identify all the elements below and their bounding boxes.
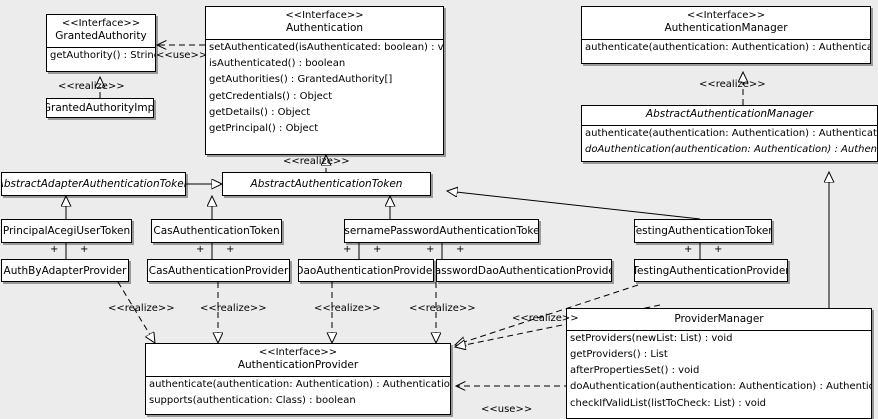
edge-label-realize-dao: <<realize>>	[314, 303, 381, 314]
association-marker-plus: +	[426, 244, 435, 255]
class-name-label: TestingAuthenticationToken	[634, 225, 772, 237]
class-box-testing-authentication-token[interactable]: TestingAuthenticationToken	[634, 219, 772, 243]
class-box-provider-manager[interactable]: ProviderManager setProviders(newList: Li…	[566, 308, 872, 419]
compartment-divider	[47, 47, 155, 49]
class-header-authentication-provider: <<Interface>> AuthenticationProvider	[146, 344, 450, 376]
compartment-divider	[146, 376, 450, 378]
class-name-label: PasswordDaoAuthenticationProvider	[436, 264, 612, 277]
class-name-label: AbstractAuthenticationToken	[250, 178, 403, 190]
class-name-label: CasAuthenticationToken	[153, 225, 280, 237]
edge-label-realize-cas: <<realize>>	[200, 303, 267, 314]
class-box-authentication[interactable]: <<Interface>> Authentication setAuthenti…	[205, 6, 444, 155]
class-header-granted-authority: <<Interface>> GrantedAuthority	[47, 15, 155, 47]
class-header-abstract-authentication-manager: AbstractAuthenticationManager	[582, 106, 877, 125]
class-box-auth-by-adapter-provider[interactable]: AuthByAdapterProvider	[1, 259, 129, 282]
compartment-divider	[582, 124, 877, 126]
class-name-label: AuthenticationManager	[664, 22, 788, 35]
class-name-label: AuthByAdapterProvider	[3, 264, 127, 277]
operation-row: setAuthenticated(isAuthenticated: boolea…	[209, 42, 444, 54]
class-box-cas-authentication-provider[interactable]: CasAuthenticationProvider	[147, 259, 290, 282]
operations-compartment: getAuthority() : String	[47, 48, 155, 64]
operations-compartment: setAuthenticated(isAuthenticated: boolea…	[206, 40, 443, 137]
class-box-password-dao-authentication-provider[interactable]: PasswordDaoAuthenticationProvider	[436, 259, 612, 282]
operations-compartment: authenticate(authentication: Authenticat…	[582, 126, 877, 158]
operations-compartment: authenticate(authentication: Authenticat…	[146, 377, 450, 409]
association-marker-plus: +	[714, 244, 723, 255]
edge-label-use-providermanager: <<use>>	[481, 404, 533, 415]
edge-label-realize-abstractauthenticationtoken: <<realize>>	[283, 156, 350, 167]
class-header-authentication: <<Interface>> Authentication	[206, 7, 443, 39]
class-box-granted-authority-impl[interactable]: GrantedAuthorityImpl	[46, 98, 154, 118]
association-marker-plus: +	[196, 244, 205, 255]
edge-label-realize-authbyadapter: <<realize>>	[108, 303, 175, 314]
operation-row: doAuthentication(authentication: Authent…	[570, 381, 872, 393]
class-name-label: GrantedAuthority	[55, 30, 147, 43]
class-name-label: PrincipalAcegiUserToken	[2, 225, 131, 237]
class-box-authentication-provider[interactable]: <<Interface>> AuthenticationProvider aut…	[145, 343, 451, 415]
edge-label-realize-providermanager: <<realize>>	[512, 313, 579, 324]
compartment-divider	[206, 39, 443, 41]
operations-compartment: authenticate(authentication: Authenticat…	[582, 40, 870, 56]
association-marker-plus: +	[373, 244, 382, 255]
class-box-testing-authentication-provider[interactable]: TestingAuthenticationProvider	[634, 259, 788, 282]
association-marker-plus: +	[80, 244, 89, 255]
class-name-label: AuthenticationProvider	[237, 359, 359, 372]
class-box-cas-authentication-token[interactable]: CasAuthenticationToken	[151, 219, 282, 243]
stereotype-label: <<Interface>>	[285, 10, 364, 21]
operation-row: authenticate(authentication: Authenticat…	[585, 42, 871, 54]
edge-generalize-testingauthenticationtoken	[447, 191, 701, 220]
class-name-label: TestingAuthenticationProvider	[634, 264, 788, 277]
class-header-provider-manager: ProviderManager	[567, 309, 871, 330]
operations-compartment: setProviders(newList: List) : void getPr…	[567, 331, 871, 412]
class-box-abstract-authentication-manager[interactable]: AbstractAuthenticationManager authentica…	[581, 105, 878, 162]
operation-row: isAuthenticated() : boolean	[209, 58, 346, 70]
association-marker-plus: +	[50, 244, 59, 255]
class-box-authentication-manager[interactable]: <<Interface>> AuthenticationManager auth…	[581, 6, 871, 64]
class-name-label: AbstractAuthenticationManager	[645, 108, 814, 120]
stereotype-label: <<Interface>>	[686, 10, 766, 21]
operation-row: authenticate(authentication: Authenticat…	[149, 379, 451, 391]
class-box-abstract-adapter-authentication-token[interactable]: AbstractAdapterAuthenticationToken	[1, 172, 186, 196]
compartment-divider	[582, 39, 870, 41]
operation-row: supports(authentication: Class) : boolea…	[149, 395, 356, 407]
operation-row: getCredentials() : Object	[209, 90, 333, 102]
edge-label-realize-abstractauthenticationmanager: <<realize>>	[699, 79, 766, 90]
operation-row: getAuthorities() : GrantedAuthority[]	[209, 74, 393, 86]
edge-label-realize-grantedauthorityimpl: <<realize>>	[58, 81, 125, 92]
edge-label-use-authentication-grantedauthority: <<use>>	[156, 50, 208, 61]
class-box-granted-authority[interactable]: <<Interface>> GrantedAuthority getAuthor…	[46, 14, 156, 72]
operation-row: doAuthentication(authentication: Authent…	[585, 144, 878, 156]
class-header-authentication-manager: <<Interface>> AuthenticationManager	[582, 7, 870, 39]
class-box-abstract-authentication-token[interactable]: AbstractAuthenticationToken	[222, 172, 431, 196]
class-name-label: AbstractAdapterAuthenticationToken	[1, 178, 186, 190]
class-box-principal-acegi-user-token[interactable]: PrincipalAcegiUserToken	[1, 219, 132, 243]
class-name-label: GrantedAuthorityImpl	[46, 102, 154, 114]
class-box-username-password-authentication-token[interactable]: UsernamePasswordAuthenticationToken	[344, 219, 539, 243]
class-name-label: DaoAuthenticationProvider	[298, 264, 434, 277]
operation-row: getDetails() : Object	[209, 106, 311, 118]
operation-row: getPrincipal() : Object	[209, 122, 319, 134]
operation-row: setProviders(newList: List) : void	[570, 332, 733, 344]
class-box-dao-authentication-provider[interactable]: DaoAuthenticationProvider	[298, 259, 434, 282]
stereotype-label: <<Interface>>	[61, 18, 141, 29]
class-name-label: Authentication	[285, 22, 364, 35]
association-marker-plus: +	[343, 244, 352, 255]
operation-row: getAuthority() : String	[50, 50, 156, 62]
association-marker-plus: +	[456, 244, 465, 255]
operation-row: checkIfValidList(listToCheck: List) : vo…	[570, 397, 767, 409]
operation-row: afterPropertiesSet() : void	[570, 365, 700, 377]
class-name-label: CasAuthenticationProvider	[148, 264, 289, 277]
class-name-label: UsernamePasswordAuthenticationToken	[344, 225, 539, 237]
class-name-label: ProviderManager	[674, 313, 764, 325]
operation-row: getProviders() : List	[570, 349, 668, 361]
association-marker-plus: +	[226, 244, 235, 255]
compartment-divider	[567, 329, 871, 331]
edge-label-realize-passworddao: <<realize>>	[409, 303, 476, 314]
association-marker-plus: +	[684, 244, 693, 255]
operation-row: authenticate(authentication: Authenticat…	[585, 127, 878, 139]
stereotype-label: <<Interface>>	[258, 347, 338, 358]
